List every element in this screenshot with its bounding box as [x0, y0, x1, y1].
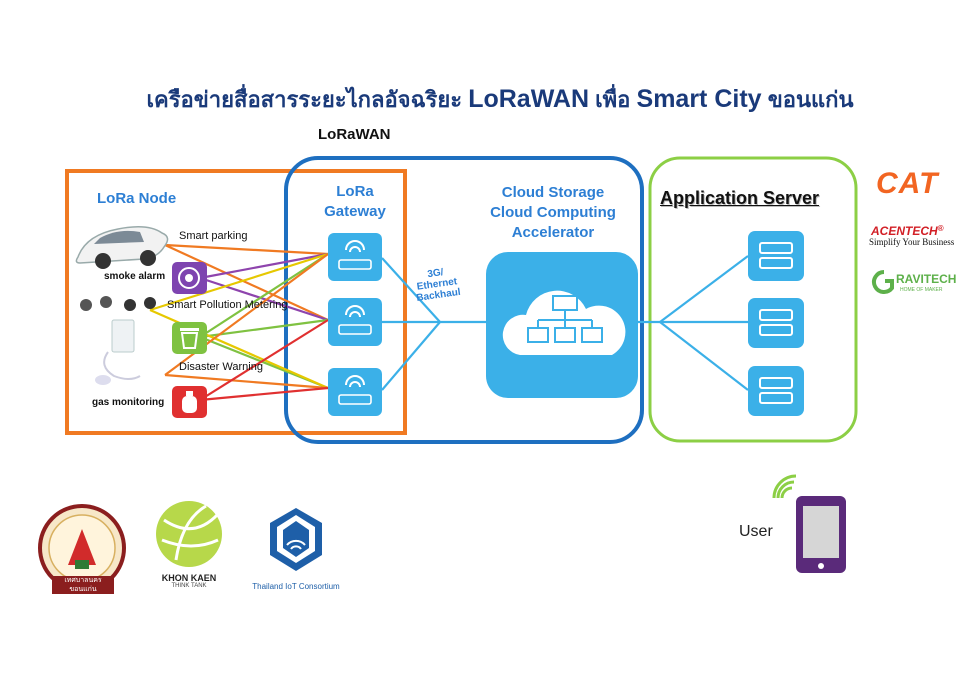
gateway-icon	[328, 233, 382, 281]
smoke-alarm-icon	[172, 262, 207, 294]
car-icon	[75, 226, 169, 269]
gateway-title-line-2: Gateway	[324, 203, 386, 220]
application-server-title: Application Server	[660, 188, 820, 208]
municipality-caption: เทศบาลนครขอนแก่น	[52, 576, 114, 594]
municipality-seal-logo	[38, 504, 126, 592]
gas-monitoring-label: gas monitoring	[92, 397, 165, 408]
cloud-title-line-2: Cloud Computing	[490, 204, 616, 221]
server-links	[637, 255, 749, 391]
title-thai-part-2: เพื่อ	[595, 87, 631, 112]
smartphone-icon	[796, 496, 846, 573]
backhaul-links	[381, 257, 486, 391]
trash-bin-icon	[172, 322, 207, 354]
iot-consortium-caption: Thailand IoT Consortium	[252, 582, 340, 591]
gateway-title-line-1: LoRa	[336, 183, 374, 200]
title-thai-part-1: เครือข่ายสื่อสารระยะไกลอัจฉริยะ	[146, 87, 463, 112]
smart-pollution-metering-label: Smart Pollution Metering	[167, 299, 288, 311]
acentech-registered-mark: ®	[937, 224, 944, 233]
khon-kaen-caption: KHON KAEN	[161, 573, 217, 583]
user-label: User	[739, 523, 773, 540]
page-title: เครือข่ายสื่อสารระยะไกลอัจฉริยะ LoRaWAN …	[0, 82, 960, 117]
title-lorawan: LoRaWAN	[468, 85, 590, 113]
server-icon	[748, 298, 804, 348]
server-icon	[748, 231, 804, 281]
khon-kaen-think-tank-logo	[156, 501, 222, 567]
lora-node-title: LoRa Node	[97, 190, 177, 207]
disaster-warning-label: Disaster Warning	[179, 361, 263, 373]
server-icon	[748, 366, 804, 416]
wireless-signal-icon	[772, 474, 797, 499]
acentech-logo: ACENTECH®	[871, 224, 944, 238]
think-tank-caption: THINK TANK	[171, 583, 207, 589]
smoke-alarm-label: smoke alarm	[104, 271, 166, 282]
gravitech-tagline: HOME OF MAKER	[900, 287, 943, 293]
iot-consortium-logo	[270, 508, 322, 571]
smart-parking-label: Smart parking	[179, 230, 248, 242]
lora-node-frame	[65, 169, 407, 435]
acentech-tagline: Simplify Your Business	[869, 237, 955, 247]
gateway-icon	[328, 298, 382, 346]
title-thai-part-3: ขอนแก่น	[767, 87, 854, 112]
cat-logo: CAT	[876, 167, 939, 200]
gas-tank-icon	[172, 386, 207, 418]
pollution-sensor-icon	[80, 296, 156, 311]
title-smart-city: Smart City	[636, 85, 762, 113]
backhaul-label: 3G/ Ethernet Backhaul	[410, 265, 464, 305]
cloud-icon	[486, 252, 638, 398]
gateway-icon	[328, 368, 382, 416]
cloud-title: Cloud Storage Cloud Computing Accelerato…	[468, 183, 638, 243]
cloud-title-line-1: Cloud Storage	[501, 184, 605, 201]
disaster-sensor-icon	[95, 319, 141, 385]
app-server-frame	[648, 156, 858, 443]
lorawan-subtitle: LoRaWAN	[318, 126, 391, 143]
cloud-title-line-3: Accelerator	[511, 224, 595, 241]
acentech-name: ACENTECH	[871, 224, 938, 238]
lora-gateway-title: LoRa Gateway	[300, 182, 410, 222]
gravitech-logo: RAVITECH	[896, 272, 957, 286]
gravitech-g-icon	[872, 270, 894, 294]
